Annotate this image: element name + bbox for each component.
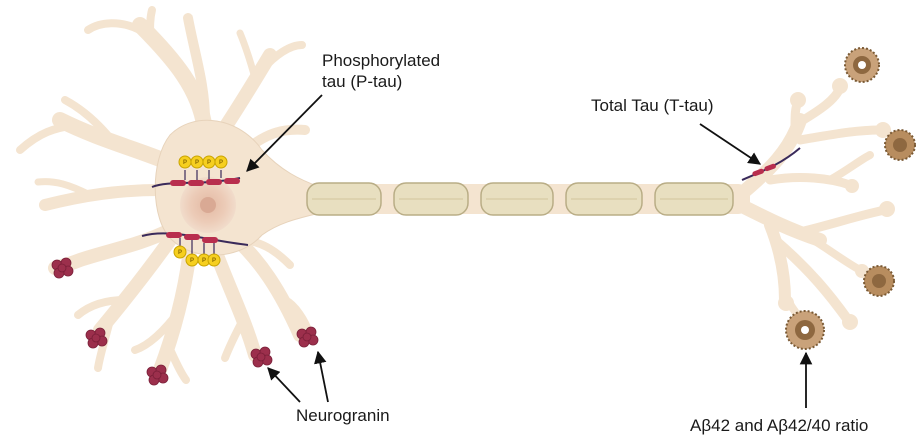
amyloid-plaque-icon [785,47,916,350]
ptau-lower: P P P P [141,232,249,267]
svg-text:P: P [178,250,182,256]
phosphate-icon: P P P P [173,245,221,267]
ptau-label: Phosphorylated tau (P-tau) [322,50,440,92]
svg-text:P: P [207,160,211,166]
axon-terminals [733,83,890,325]
svg-text:P: P [183,160,187,166]
ptau-label-line1: Phosphorylated [322,51,441,70]
svg-text:P: P [212,258,216,264]
svg-text:P: P [219,160,223,166]
neurogranin-label: Neurogranin [296,406,390,425]
ttau-label: Total Tau (T-tau) [591,96,714,115]
neurogranin-cluster-icon [51,257,319,386]
svg-text:P: P [190,258,194,264]
phosphate-icon: P P P P [178,155,228,169]
abeta-label: Aβ42 and Aβ42/40 ratio [690,416,869,435]
nucleus [180,177,236,233]
ptau-upper: P P P P [151,155,241,188]
synaptic-boutons [778,78,895,330]
annotation-arrows [246,94,813,408]
svg-text:P: P [195,160,199,166]
svg-text:P: P [202,258,206,264]
total-tau [741,147,801,181]
ptau-label-line2: tau (P-tau) [322,72,403,91]
